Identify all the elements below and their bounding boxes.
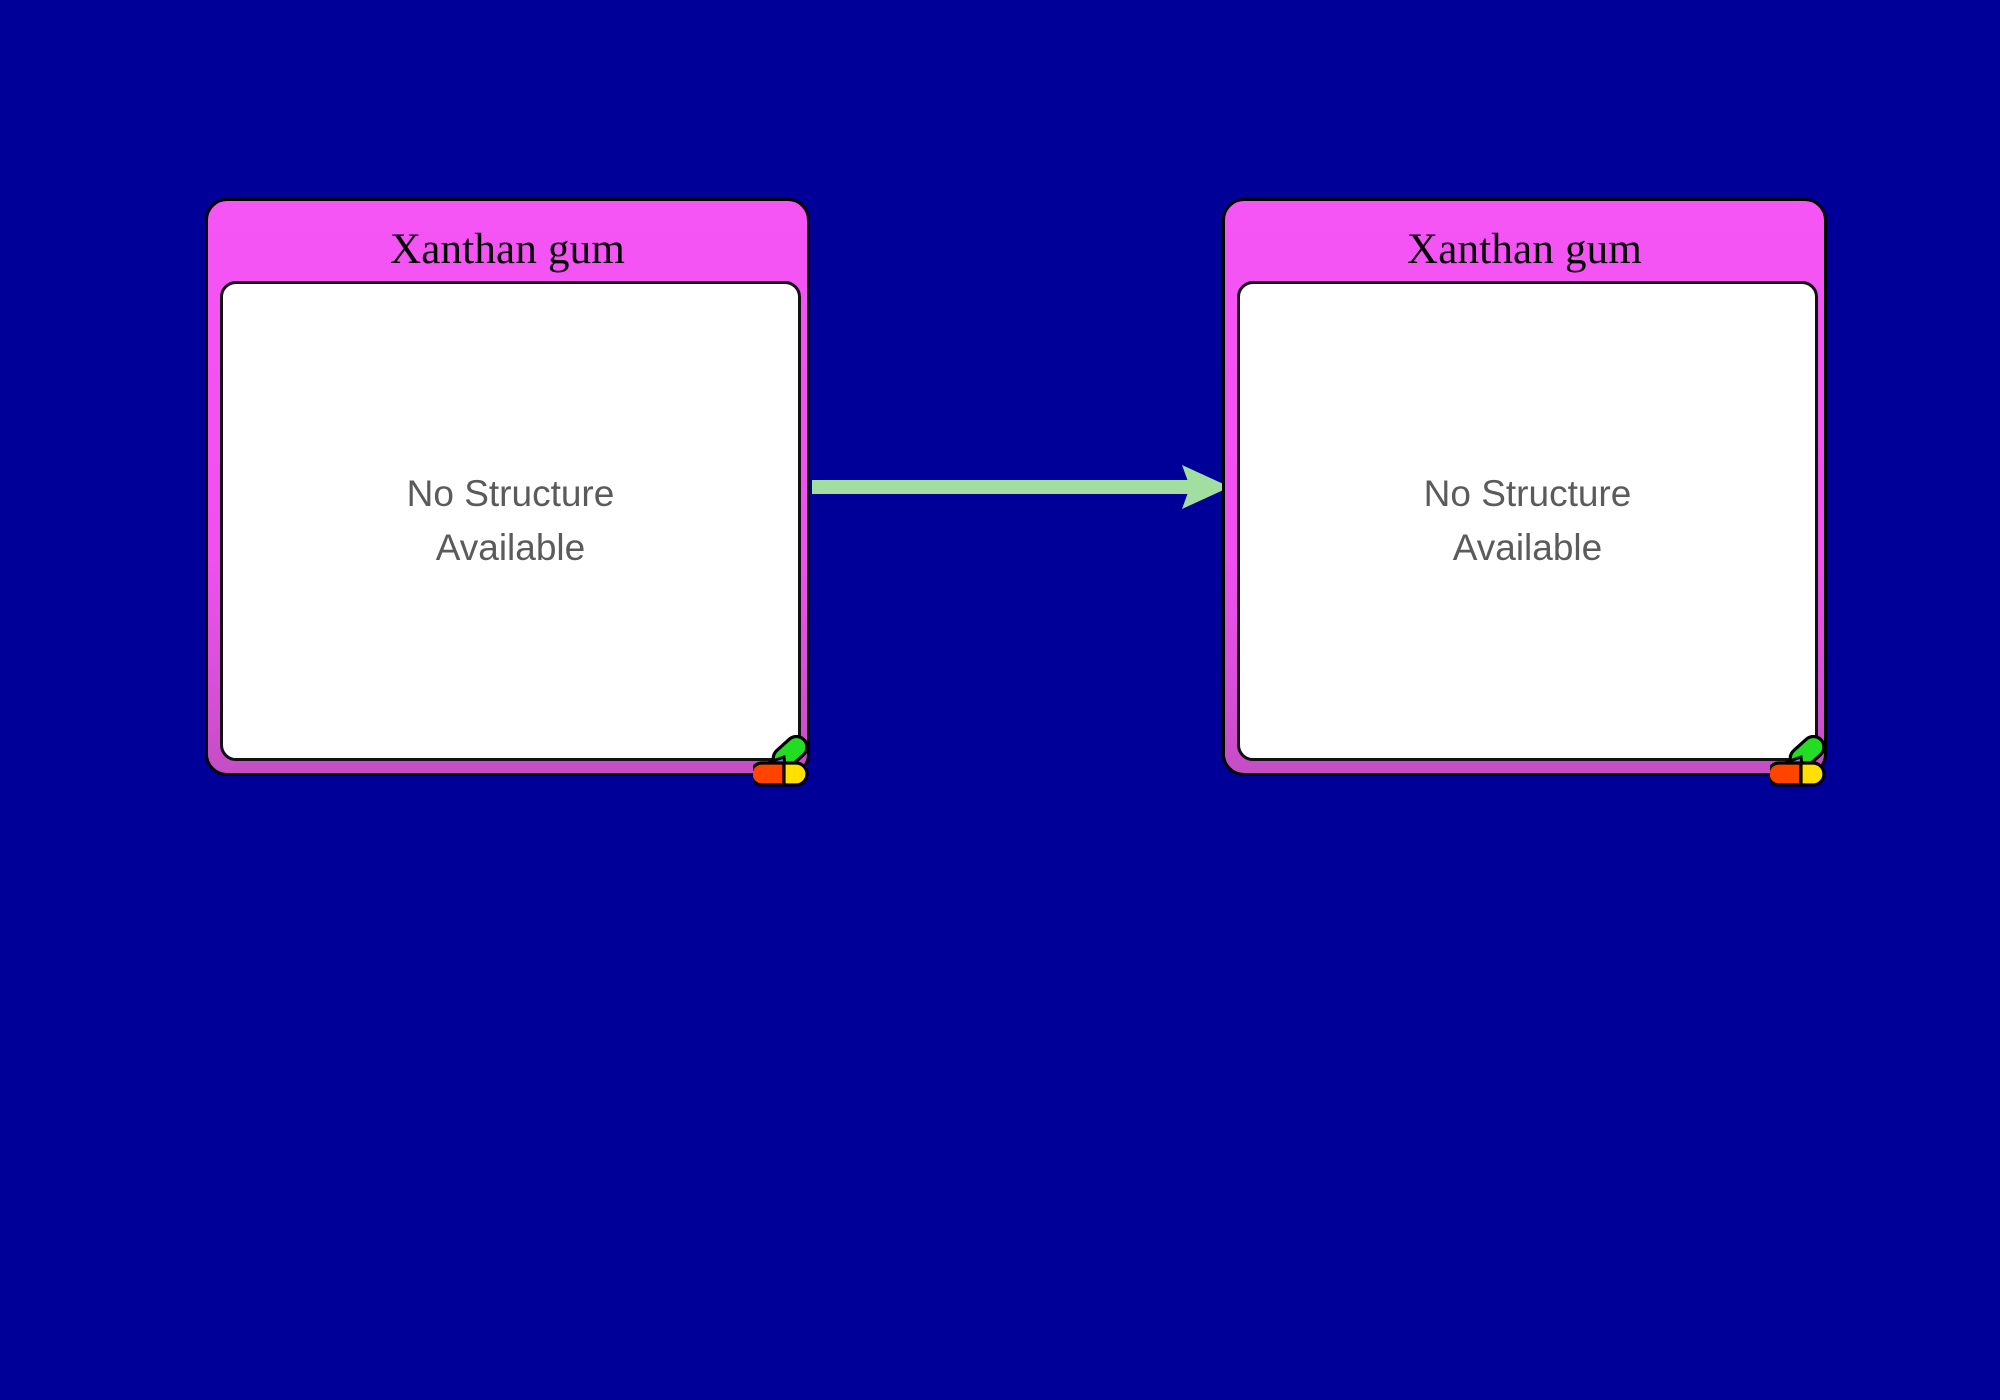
node-structure-panel: No Structure Available <box>220 281 801 761</box>
node-title: Xanthan gum <box>1406 226 1643 273</box>
node-title: Xanthan gum <box>389 226 626 273</box>
edge-arrow-right-icon[interactable] <box>812 455 1230 519</box>
drug-capsule-icon[interactable] <box>749 734 815 791</box>
graph-node-xanthan-gum-left[interactable]: Xanthan gum No Structure Available <box>205 198 810 787</box>
graph-node-xanthan-gum-right[interactable]: Xanthan gum No Structure Available <box>1222 198 1827 787</box>
no-structure-available-label: No Structure Available <box>1423 473 1632 568</box>
node-structure-panel: No Structure Available <box>1237 281 1818 761</box>
drug-capsule-icon[interactable] <box>1766 734 1832 791</box>
no-structure-available-label: No Structure Available <box>406 473 615 568</box>
